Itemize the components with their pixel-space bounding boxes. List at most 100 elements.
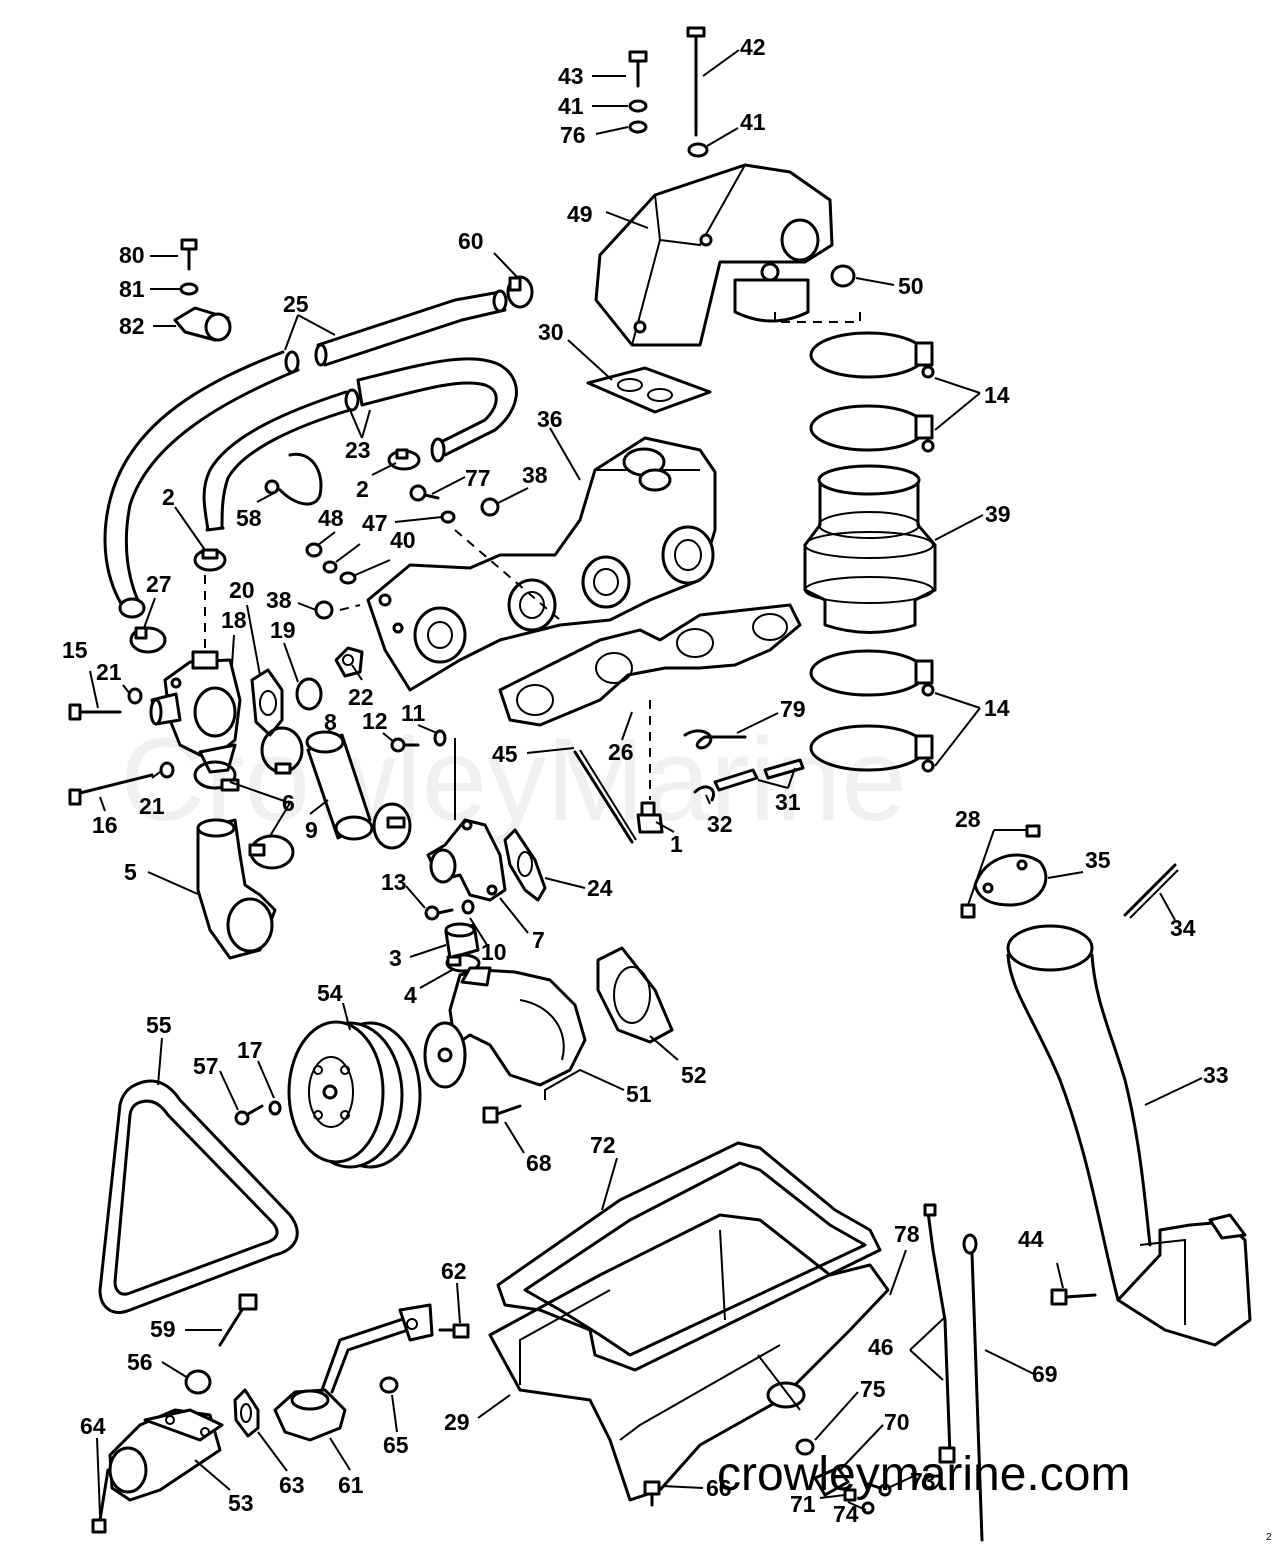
elbow-hose-5-part: [196, 818, 277, 960]
cover-35-part: [973, 853, 1048, 907]
callout-82: 82: [119, 313, 145, 339]
callout-19: 19: [270, 617, 296, 643]
callout-11: 11: [401, 700, 426, 726]
pan-gasket-72-part: [496, 1141, 882, 1372]
callout-39: 39: [985, 501, 1011, 527]
callout-69: 69: [1032, 1361, 1058, 1387]
callout-71: 71: [790, 1491, 816, 1517]
callout-50: 50: [898, 273, 924, 299]
hose-8-part: [305, 730, 374, 841]
callout-51: 51: [626, 1081, 652, 1107]
leader-lines: [89, 49, 1203, 1516]
pulley-54-part: [287, 1020, 422, 1169]
callout-38a: 38: [522, 462, 548, 488]
callout-29: 29: [444, 1409, 470, 1435]
callout-22: 22: [348, 684, 374, 710]
sender-59-part: [218, 1293, 258, 1347]
callout-10: 10: [481, 939, 507, 965]
long-bolt-42-part: [686, 26, 706, 137]
o-ring-19-part: [295, 677, 323, 711]
callout-36: 36: [537, 406, 563, 432]
site-url: crowleymarine.com: [717, 1448, 1130, 1501]
callout-77: 77: [465, 465, 491, 491]
screw-28a-part: [1025, 824, 1041, 838]
nut-56-part: [184, 1369, 212, 1395]
washer-47b-part: [322, 560, 338, 574]
v-belt-55-part: [98, 1079, 299, 1314]
hose-25-part: [103, 289, 508, 619]
callout-21b: 21: [139, 793, 165, 819]
callout-12: 12: [362, 708, 388, 734]
callout-38b: 38: [266, 587, 292, 613]
screw-12-part: [390, 737, 420, 753]
callout-25: 25: [283, 291, 309, 317]
screw-28b-part: [960, 903, 976, 919]
callout-28: 28: [955, 806, 981, 832]
clamps-14-lower-part: [809, 649, 935, 773]
nut-41-part: [628, 99, 648, 113]
callout-2b: 2: [162, 484, 175, 510]
callout-7: 7: [532, 927, 545, 953]
screw-66-part: [643, 1480, 661, 1507]
clamp-9-upper-part: [260, 726, 304, 775]
callout-5: 5: [124, 859, 137, 885]
washer-76-part: [628, 120, 648, 134]
pump-gasket-52-part: [596, 946, 674, 1044]
callout-45: 45: [492, 741, 518, 767]
callout-15: 15: [62, 637, 88, 663]
screw-15-part: [68, 703, 122, 721]
callout-74: 74: [833, 1501, 859, 1527]
callout-57: 57: [193, 1053, 219, 1079]
plug-38b-part: [314, 600, 334, 620]
callout-44: 44: [1018, 1226, 1044, 1252]
elbow-gasket-30-part: [586, 366, 712, 414]
callout-1: 1: [670, 831, 683, 857]
callout-14b: 14: [984, 695, 1010, 721]
washer-21a-part: [127, 687, 143, 705]
callout-16: 16: [92, 812, 118, 838]
clamp-58-part: [264, 452, 323, 506]
gasket-24-part: [503, 828, 547, 902]
hose-23-part: [202, 357, 518, 532]
callout-62: 62: [441, 1258, 467, 1284]
plug-38a-part: [480, 497, 500, 517]
callout-75: 75: [860, 1376, 886, 1402]
screw-64-part: [91, 1468, 110, 1534]
callout-8: 8: [324, 709, 337, 735]
hose-3-part: [444, 922, 480, 960]
washer-75-part: [795, 1438, 815, 1456]
callout-33: 33: [1203, 1062, 1229, 1088]
callout-14a: 14: [984, 382, 1010, 408]
screw-80-part: [180, 238, 198, 271]
callout-9: 9: [305, 817, 318, 843]
callout-34: 34: [1170, 915, 1196, 941]
washer-40-part: [339, 571, 357, 585]
callout-18: 18: [221, 607, 247, 633]
callout-63: 63: [279, 1472, 305, 1498]
callout-20: 20: [229, 577, 255, 603]
outlet-elbow-7-part: [426, 818, 507, 902]
callout-81: 81: [119, 276, 145, 302]
screw-73-part: [863, 1481, 892, 1497]
drain-block-70-part: [813, 1466, 850, 1497]
callout-68: 68: [526, 1150, 552, 1176]
hose-clamp-27-part: [129, 626, 167, 654]
water-pump-51-part: [423, 966, 587, 1089]
callout-73: 73: [910, 1468, 936, 1494]
callout-53: 53: [228, 1490, 254, 1516]
dipstick-tube-78-part: [923, 1203, 956, 1464]
callout-32: 32: [707, 811, 733, 837]
exhaust-manifold-36-part: [366, 436, 717, 692]
gasket-20-part: [250, 668, 284, 737]
callout-58: 58: [236, 505, 262, 531]
clip-32-part: [693, 785, 715, 802]
callout-35: 35: [1085, 847, 1111, 873]
callout-40: 40: [390, 527, 416, 553]
washer-81-part: [179, 282, 199, 296]
callout-78: 78: [894, 1221, 920, 1247]
oil-pickup-61-part: [273, 1303, 434, 1442]
callout-41: 41: [558, 93, 584, 119]
callout-27: 27: [146, 571, 172, 597]
screw-44-part: [1050, 1288, 1097, 1306]
clip-bracket-82-part: [173, 306, 232, 342]
